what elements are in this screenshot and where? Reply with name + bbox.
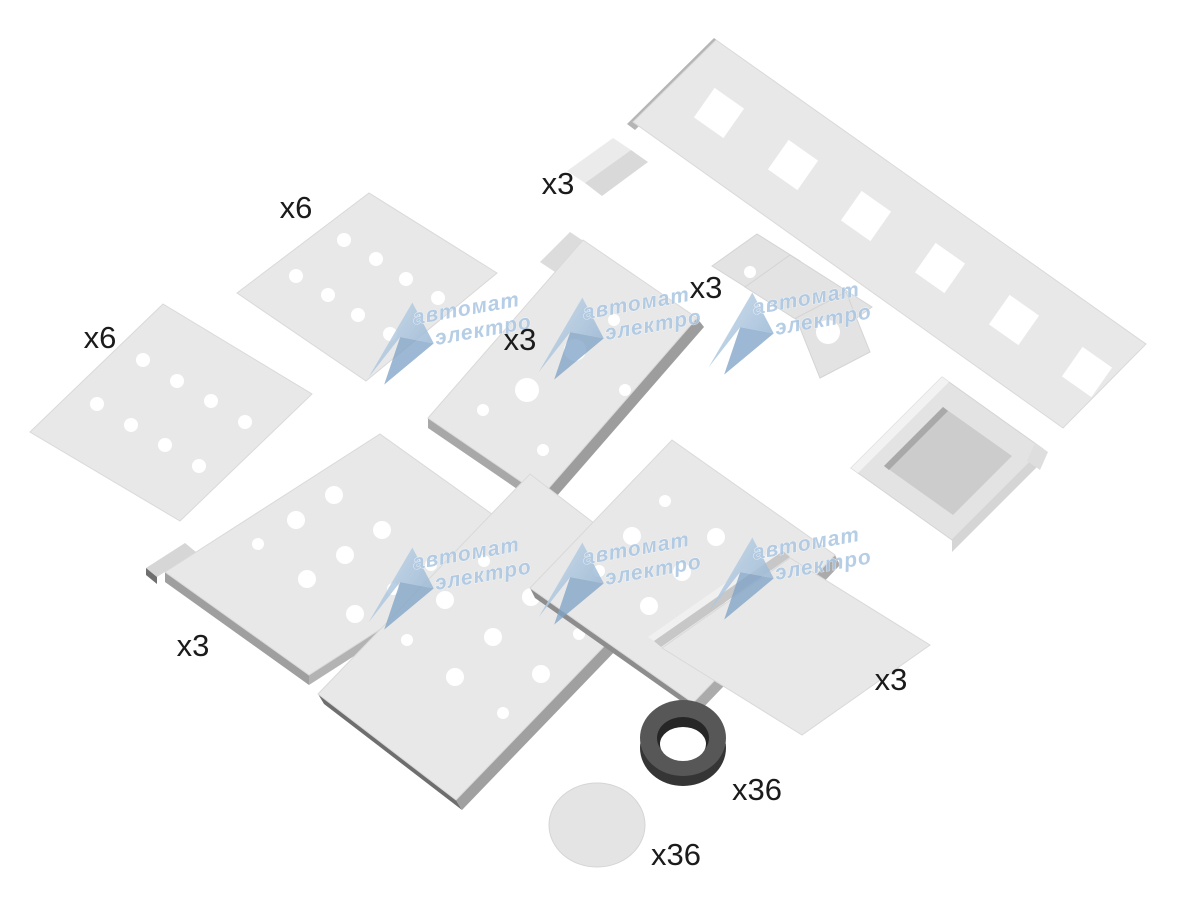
qty-label-disc: x36	[651, 837, 701, 872]
plate-x6-upper-holes	[289, 233, 445, 341]
grommet-ring	[640, 700, 726, 786]
channel-bracket-top-flange	[851, 377, 949, 473]
watermarks	[356, 272, 879, 633]
channel-bracket-bottom-flange	[952, 449, 1043, 552]
small-plate-bottom	[585, 150, 648, 196]
plate-x6-left	[29, 303, 313, 522]
plate-x6-upper	[236, 192, 498, 382]
qty-label-notched-plate: x3	[504, 322, 537, 357]
flap-plate-flap	[146, 543, 196, 577]
flap-plate-flap-edge	[146, 568, 157, 584]
qty-label-plate-x6-upper: x6	[280, 190, 313, 225]
disc-body	[548, 782, 646, 868]
qty-label-grommet-ring: x36	[732, 772, 782, 807]
small-plate	[567, 138, 648, 196]
rail-plate	[627, 38, 1147, 429]
notched-plate-edge-bottom	[428, 418, 542, 506]
qty-label-bent-plate: x3	[875, 662, 908, 697]
small-plate-top	[567, 138, 631, 183]
disc	[548, 782, 646, 868]
quantity-labels: x6 x6 x3 x3 x3 x3 x3 x36 x36	[84, 166, 908, 872]
channel-bracket-tab	[1027, 443, 1048, 470]
plate-x6-upper-body	[236, 192, 498, 382]
perforated-plate-right-edge-left	[530, 588, 698, 713]
channel-bracket-recess-edge	[884, 407, 948, 470]
flap-plate-edge-bottom	[165, 572, 309, 685]
plate-x6-left-body	[29, 303, 313, 522]
qty-label-t-plate: x3	[690, 270, 723, 305]
notched-plate-edge-right	[542, 318, 704, 505]
qty-label-plate-x6-left: x6	[84, 320, 117, 355]
perforated-plate-bottom-edge-left	[318, 694, 462, 810]
plate-x6-left-holes	[90, 353, 252, 473]
qty-label-small-plate: x3	[542, 166, 575, 201]
grommet-ring-hole	[660, 727, 706, 761]
qty-label-flap-plate: x3	[177, 628, 210, 663]
rail-plate-cutouts	[693, 87, 1113, 398]
channel-bracket	[850, 376, 1048, 552]
